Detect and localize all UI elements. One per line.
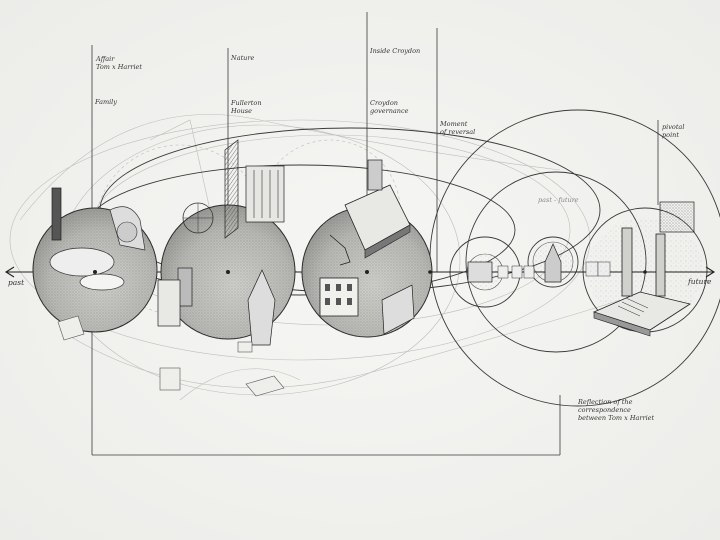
label-croydon-line2: governance (370, 107, 409, 115)
label-affair-line1: Affair (96, 55, 115, 63)
outlying-objects (57, 315, 285, 397)
label-croydon-governance: Croydon governance (370, 99, 408, 115)
label-reflection: Reflection of the correspondence between… (578, 398, 654, 422)
label-fullerton: Fullerton House (231, 99, 262, 115)
sphere-nature (157, 139, 296, 346)
label-moment-line1: Moment (440, 120, 468, 128)
label-family: Family (95, 98, 117, 106)
label-nature: Nature (231, 54, 255, 62)
label-moment-line2: of reversal (440, 128, 476, 136)
label-fullerton-line1: Fullerton (231, 99, 262, 107)
label-pivotal-line1: pivotal (662, 123, 685, 131)
label-pivotal-line2: point (662, 131, 679, 139)
label-reflection-line1: Reflection of the (578, 398, 633, 406)
label-pivotal-point: pivotal point (662, 123, 684, 139)
label-past-future: past - future (538, 196, 579, 204)
label-croydon-line1: Croydon (370, 99, 398, 107)
label-reflection-line3: between Tom x Harriet (578, 414, 655, 422)
label-inside-croydon: Inside Croydon (370, 47, 421, 55)
label-fullerton-line2: House (231, 107, 252, 115)
label-moment-of-reversal: Moment of reversal (440, 120, 475, 136)
label-affair: Affair Tom x Harriet (96, 55, 142, 71)
label-reflection-line2: correspondence (578, 406, 631, 414)
sphere-family (32, 187, 158, 333)
future-platform (587, 201, 703, 337)
label-affair-line2: Tom x Harriet (96, 63, 143, 71)
label-past: past (8, 278, 25, 287)
label-future: future (688, 277, 712, 286)
axis-nodes (93, 270, 647, 274)
